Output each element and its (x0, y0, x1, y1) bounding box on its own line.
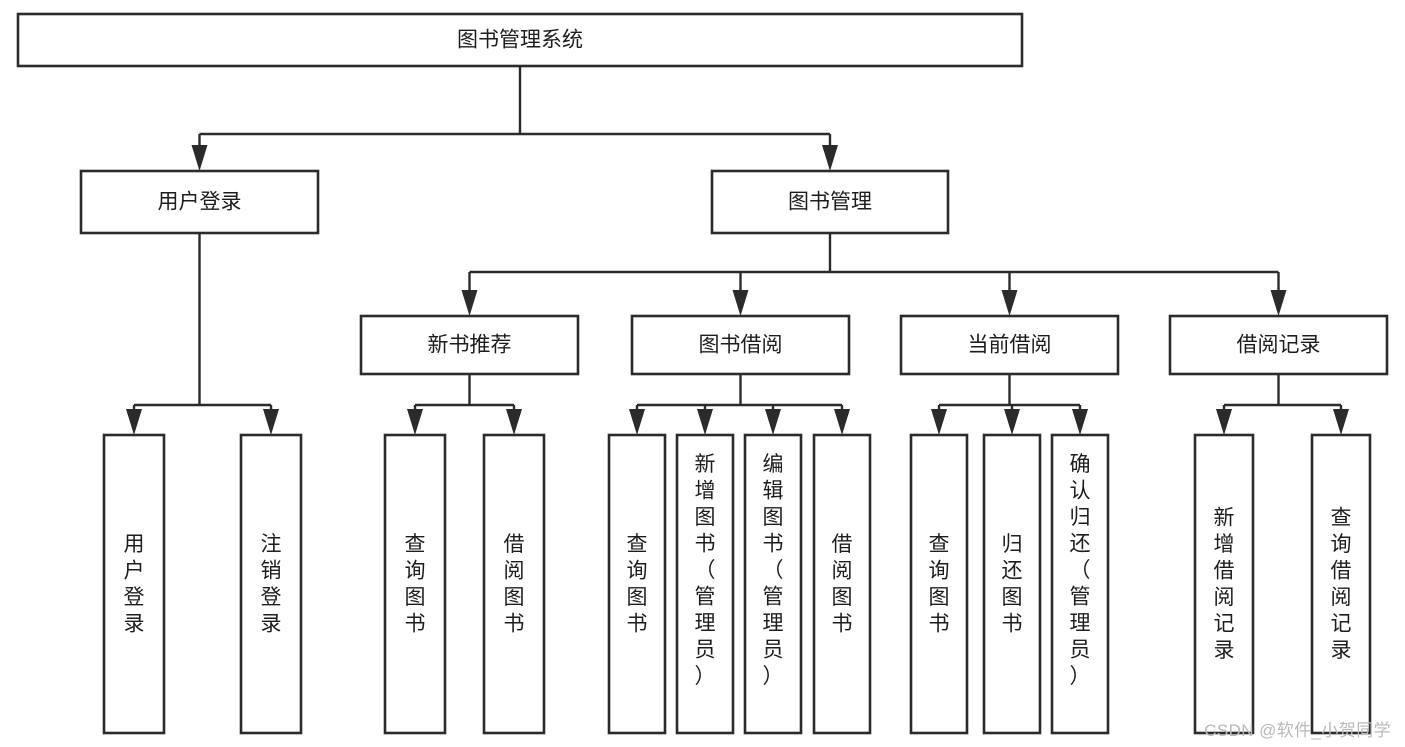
node-box-leaf_1[interactable] (239, 433, 303, 735)
node-box-root[interactable] (16, 12, 1024, 68)
node-leaf_3[interactable]: 借阅图书 (482, 433, 546, 735)
node-label-leaf_2: 查询图书 (405, 533, 426, 636)
node-leaf_6[interactable]: 编辑图书（管理员） (743, 433, 803, 735)
node-box-leaf_2[interactable] (383, 433, 447, 735)
node-label-leaf_1: 注销登录 (261, 533, 282, 636)
node-leaf_7[interactable]: 借阅图书 (812, 433, 872, 735)
node-box-leaf_8[interactable] (909, 433, 969, 735)
node-leaf_4[interactable]: 查询图书 (607, 433, 667, 735)
node-label-leaf_5: 新增图书（管理员） (695, 453, 716, 688)
node-box-leaf_12[interactable] (1310, 433, 1372, 735)
node-box-l3_2[interactable] (899, 314, 1120, 376)
node-label-leaf_10: 确认归还（管理员） (1070, 453, 1091, 688)
node-box-leaf_7[interactable] (812, 433, 872, 735)
connector-group (461, 233, 1287, 316)
node-label-l3_1: 图书借阅 (699, 334, 783, 357)
node-box-l2_1[interactable] (710, 169, 950, 235)
node-box-leaf_6[interactable] (743, 433, 803, 735)
node-box-l3_1[interactable] (630, 314, 851, 376)
node-leaf_12[interactable]: 查询借阅记录 (1310, 433, 1372, 735)
node-label-l3_2: 当前借阅 (968, 334, 1052, 357)
node-label-l3_3: 借阅记录 (1237, 334, 1321, 357)
node-l3_0[interactable]: 新书推荐 (359, 314, 580, 376)
node-label-root: 图书管理系统 (457, 29, 583, 52)
node-leaf_2[interactable]: 查询图书 (383, 433, 447, 735)
node-box-l3_0[interactable] (359, 314, 580, 376)
node-leaf_1[interactable]: 注销登录 (239, 433, 303, 735)
node-leaf_9[interactable]: 归还图书 (982, 433, 1042, 735)
node-leaf_8[interactable]: 查询图书 (909, 433, 969, 735)
connector-group (191, 66, 838, 171)
node-label-leaf_7: 借阅图书 (832, 533, 853, 636)
node-leaf_11[interactable]: 新增借阅记录 (1193, 433, 1255, 735)
node-l3_1[interactable]: 图书借阅 (630, 314, 851, 376)
node-label-leaf_8: 查询图书 (929, 533, 950, 636)
node-leaf_10[interactable]: 确认归还（管理员） (1050, 433, 1110, 735)
connector-group (126, 233, 279, 435)
node-box-l2_0[interactable] (79, 169, 320, 235)
connector-group (629, 374, 850, 435)
node-root[interactable]: 图书管理系统 (16, 12, 1024, 68)
node-leaf_0[interactable]: 用户登录 (102, 433, 166, 735)
node-label-l2_1: 图书管理 (788, 191, 872, 214)
node-label-l2_0: 用户登录 (158, 191, 242, 214)
node-layer: 图书管理系统用户登录图书管理新书推荐图书借阅当前借阅借阅记录用户登录注销登录查询… (16, 12, 1389, 735)
node-label-leaf_12: 查询借阅记录 (1331, 506, 1352, 662)
node-box-leaf_0[interactable] (102, 433, 166, 735)
connector-group (931, 374, 1088, 435)
node-box-leaf_9[interactable] (982, 433, 1042, 735)
node-label-leaf_3: 借阅图书 (504, 533, 525, 636)
node-box-leaf_3[interactable] (482, 433, 546, 735)
node-l3_3[interactable]: 借阅记录 (1168, 314, 1389, 376)
node-label-leaf_11: 新增借阅记录 (1214, 506, 1235, 662)
connector-group (1216, 374, 1349, 435)
node-label-leaf_4: 查询图书 (627, 533, 648, 636)
node-box-leaf_11[interactable] (1193, 433, 1255, 735)
node-leaf_5[interactable]: 新增图书（管理员） (675, 433, 735, 735)
node-label-leaf_9: 归还图书 (1002, 533, 1023, 636)
node-l2_1[interactable]: 图书管理 (710, 169, 950, 235)
node-box-leaf_10[interactable] (1050, 433, 1110, 735)
node-l2_0[interactable]: 用户登录 (79, 169, 320, 235)
node-box-leaf_4[interactable] (607, 433, 667, 735)
node-label-leaf_6: 编辑图书（管理员） (763, 453, 784, 688)
node-l3_2[interactable]: 当前借阅 (899, 314, 1120, 376)
connector-layer (126, 66, 1349, 435)
connector-group (407, 374, 522, 435)
node-label-l3_0: 新书推荐 (428, 334, 512, 357)
node-box-l3_3[interactable] (1168, 314, 1389, 376)
node-label-leaf_0: 用户登录 (124, 533, 145, 636)
node-box-leaf_5[interactable] (675, 433, 735, 735)
